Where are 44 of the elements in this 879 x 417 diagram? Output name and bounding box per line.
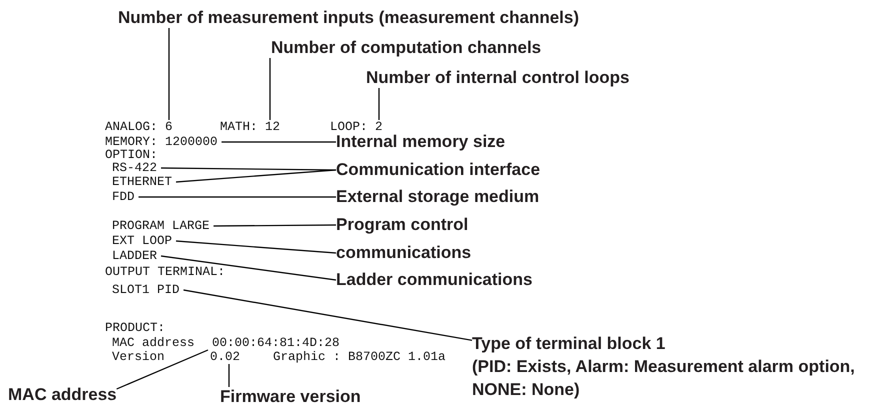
leader-line bbox=[378, 88, 380, 120]
screen-text: SLOT1 PID bbox=[108, 283, 184, 297]
annotation-label: Firmware version bbox=[220, 387, 361, 407]
leader-line bbox=[176, 240, 336, 254]
leader-line bbox=[269, 58, 271, 120]
screen-text: 00:00:64:81:4D:28 bbox=[208, 336, 344, 350]
screen-text: EXT LOOP bbox=[108, 234, 176, 248]
annotation-note: (PID: Exists, Alarm: Measurement alarm option, NONE: None) bbox=[472, 356, 856, 401]
screen-text: Graphic : B8700ZC 1.01a bbox=[273, 350, 446, 364]
annotation-label: Number of measurement inputs (measurement channels) bbox=[118, 8, 580, 28]
annotation-label: Communication interface bbox=[336, 160, 540, 180]
annotation-label: Internal memory size bbox=[336, 132, 506, 152]
annotation-label: Number of computation channels bbox=[271, 38, 542, 58]
screen-text: ANALOG: 6 bbox=[101, 120, 177, 134]
screen-text: LOOP: 2 bbox=[326, 120, 387, 134]
screen-text: MAC address bbox=[112, 336, 195, 350]
screen-text: Version bbox=[112, 350, 165, 364]
screen-text: MEMORY: 1200000 bbox=[101, 135, 222, 149]
leader-line bbox=[160, 255, 336, 281]
annotation-heading: Type of terminal block 1 bbox=[472, 333, 666, 355]
annotation-label: External storage medium bbox=[336, 187, 540, 207]
leader-line bbox=[222, 141, 336, 143]
screen-text: RS-422 bbox=[108, 161, 162, 175]
annotation-label: Ladder communications bbox=[336, 270, 532, 290]
screen-text: 0.02 bbox=[206, 350, 244, 364]
annotation-label: Program control bbox=[336, 215, 468, 235]
annotation-label: communications bbox=[336, 243, 472, 263]
screen-text: PRODUCT: bbox=[105, 321, 166, 335]
leader-line bbox=[183, 289, 472, 341]
leader-line bbox=[176, 169, 336, 183]
screen-text: MATH: 12 bbox=[216, 120, 284, 134]
screen-text: ETHERNET bbox=[108, 175, 176, 189]
annotation-label: MAC address bbox=[8, 385, 117, 405]
screen-text: OPTION: bbox=[105, 148, 158, 162]
screen-text: PROGRAM LARGE bbox=[108, 219, 214, 233]
leader-line bbox=[228, 364, 230, 387]
leader-line bbox=[138, 196, 336, 198]
screen-text: FDD bbox=[108, 190, 139, 204]
leader-line bbox=[214, 224, 336, 227]
annotation-label: Number of internal control loops bbox=[366, 68, 630, 88]
screen-text: OUTPUT TERMINAL: bbox=[105, 265, 226, 279]
leader-line bbox=[116, 349, 208, 390]
screen-text: LADDER bbox=[108, 249, 162, 263]
leader-line bbox=[168, 28, 170, 120]
